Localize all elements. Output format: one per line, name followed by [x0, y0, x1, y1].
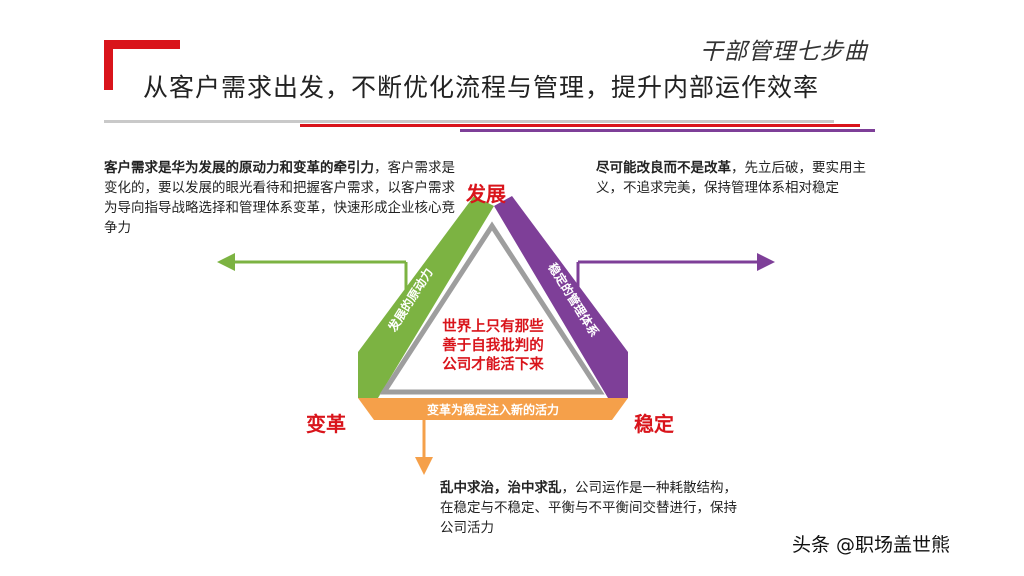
node-top: 发展	[466, 182, 506, 206]
edge-band-bottom	[358, 398, 628, 420]
text-block-bottom-bold: 乱中求治，治中求乱	[440, 480, 562, 496]
text-block-top-left: 客户需求是华为发展的原动力和变革的牵引力，客户需求是变化的，要以发展的眼光看待和…	[104, 158, 456, 238]
red-bracket-logo	[104, 40, 180, 90]
page-title: 从客户需求出发，不断优化流程与管理，提升内部运作效率	[143, 73, 820, 102]
inner-triangle	[379, 221, 605, 395]
node-left: 变革	[306, 412, 346, 436]
center-text: 世界上只有那些 善于自我批判的 公司才能活下来	[418, 318, 568, 375]
edge-label-bottom: 变革为稳定注入新的活力	[427, 402, 559, 417]
text-block-bottom-rest: ，公司运作是一种耗散结构，在稳定与不稳定、平衡与不平衡间交替进行，保持公司活力	[440, 480, 737, 536]
title-rule-purple	[460, 129, 875, 132]
text-block-top-right-rest: ，先立后破，要实用主义，不追求完美，保持管理体系相对稳定	[596, 160, 866, 196]
text-block-top-left-rest: ，客户需求是变化的，要以发展的眼光看待和把握客户需求，以客户需求为导向指导战略选…	[104, 160, 455, 236]
text-block-top-right-bold: 尽可能改良而不是改革	[596, 160, 731, 176]
edge-band-left	[358, 196, 494, 398]
text-block-top-right: 尽可能改良而不是改革，先立后破，要实用主义，不追求完美，保持管理体系相对稳定	[596, 158, 891, 198]
series-title: 干部管理七步曲	[700, 39, 868, 65]
title-rule-red	[300, 124, 860, 127]
text-block-bottom: 乱中求治，治中求乱，公司运作是一种耗散结构，在稳定与不稳定、平衡与不平衡间交替进…	[440, 478, 740, 538]
node-right: 稳定	[634, 412, 674, 436]
center-line-3: 公司才能活下来	[442, 357, 544, 373]
center-line-1: 世界上只有那些	[442, 319, 544, 335]
text-block-top-left-bold: 客户需求是华为发展的原动力和变革的牵引力	[104, 160, 374, 176]
center-line-2: 善于自我批判的	[442, 338, 544, 354]
watermark: 头条 @职场盖世熊	[792, 534, 951, 556]
title-rule-gray	[104, 120, 834, 123]
edge-band-right	[494, 196, 628, 398]
